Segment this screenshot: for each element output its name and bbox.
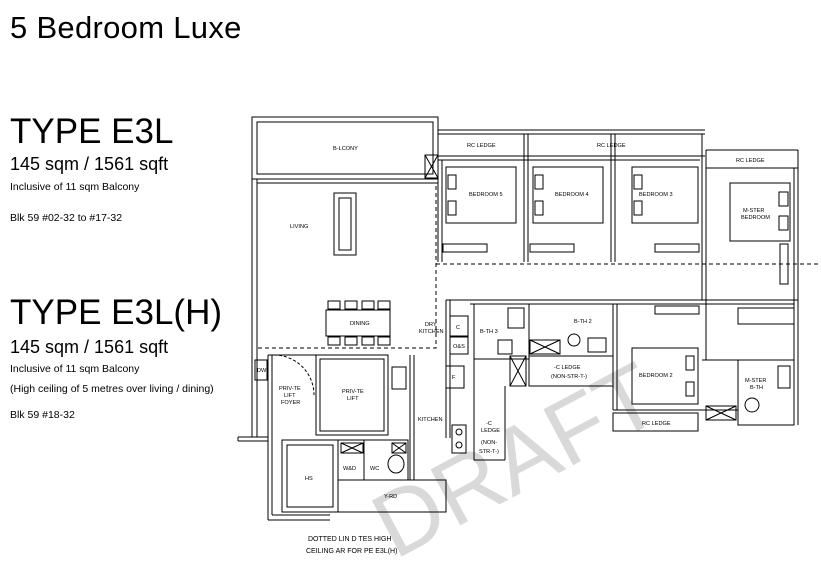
bed-3-icon (631, 166, 699, 224)
rc-ledge-label-1: RC LEDGE (467, 143, 496, 149)
master-bed-icon (729, 182, 791, 242)
master-bedroom-label-2: BEDROOM (741, 215, 770, 221)
bath3-label: B-TH 3 (480, 329, 498, 335)
ac-ledge-1-label-1: -C LEDGE (554, 365, 581, 371)
bedroom2-label: BEDROOM 2 (639, 373, 673, 379)
os-label: O&S (453, 344, 465, 350)
dining-label: DINING (350, 321, 370, 327)
rc-ledge-label-2: RC LEDGE (597, 143, 626, 149)
ac-ledge-2-label-2: LEDGE (481, 428, 500, 434)
bedroom4-label: BEDROOM 4 (555, 192, 589, 198)
fridge-box (445, 365, 465, 389)
type-e3l-area: 145 sqm / 1561 sqft (10, 154, 169, 174)
balcony-label: B-LCONY (333, 146, 358, 152)
bedroom5-label: BEDROOM 5 (469, 192, 503, 198)
bedroom3-label: BEDROOM 3 (639, 192, 673, 198)
master-bath-label-2: B-TH (750, 385, 763, 391)
rc-ledge-bottom-outline (612, 412, 699, 432)
master-wardrobe-icon (779, 243, 789, 285)
wardrobe-4-icon (529, 243, 575, 253)
watermark: DRAFT (357, 344, 676, 567)
dw-label: DW (257, 368, 267, 374)
bed-5-icon (445, 166, 517, 224)
rc-ledge-label-3: RC LEDGE (736, 158, 765, 164)
stove-icon (451, 424, 467, 454)
os-box (449, 336, 469, 355)
rc-ledge-label-4: RC LEDGE (642, 421, 671, 427)
type-e3lh-ceiling-note: (High ceiling of 5 metres over living / … (10, 383, 214, 395)
bed-4-icon (532, 166, 604, 224)
master-bedroom-label-1: M-STER (743, 208, 764, 214)
annotation-line-2: CEILING AR FOR PE E3L(H) (306, 548, 397, 555)
type-e3l-balcony-note: Inclusive of 11 sqm Balcony (10, 181, 140, 193)
dry-kitchen-label-1: DRY (425, 322, 437, 328)
lift-foyer-label-2: LIFT (284, 393, 296, 399)
ac-ledge-1-label-2: (NON-STR-T-) (551, 374, 587, 380)
c-box (449, 315, 469, 337)
type-e3lh-title: TYPE E3L(H) (10, 293, 222, 332)
dry-kitchen-label-2: KITCHEN (419, 329, 444, 335)
type-e3lh-area: 145 sqm / 1561 sqft (10, 337, 169, 357)
wardrobe-5-icon (442, 243, 488, 253)
master-bath-label-1: M-STER (745, 378, 766, 384)
master-bath-outline (737, 359, 795, 426)
ac-ledge-2-label-3: (NON- (481, 440, 497, 446)
hs-label: HS (305, 476, 313, 482)
dining-table-icon (325, 309, 391, 337)
type-e3lh-balcony-note: Inclusive of 11 sqm Balcony (10, 363, 140, 375)
yard-label: Y-RD (384, 494, 397, 500)
wd-outline (337, 439, 365, 481)
bed-2-icon (631, 347, 699, 405)
private-lift-label-2: LIFT (347, 396, 359, 402)
lift-foyer-label-3: FOYER (281, 400, 300, 406)
private-lift-outline (315, 354, 389, 436)
f-label: F (452, 375, 456, 381)
kitchen-fridge-icon (391, 366, 407, 390)
page-title: 5 Bedroom Luxe (10, 10, 242, 45)
sofa-icon (333, 192, 357, 256)
ac-ledge-2-label-1: -C (486, 421, 492, 427)
private-lift-label-1: PRIV-TE (342, 389, 364, 395)
type-e3l-title: TYPE E3L (10, 112, 174, 151)
wardrobe-2-icon (654, 305, 700, 315)
type-e3lh-units: Blk 59 #18-32 (10, 409, 75, 421)
kitchen-label: KITCHEN (418, 417, 443, 423)
bath2-label: B-TH 2 (574, 319, 592, 325)
wc-label: WC (370, 466, 379, 472)
wd-label: W&D (343, 466, 356, 472)
yard-outline (337, 479, 447, 513)
living-label: LIVING (290, 224, 308, 230)
ac-ledge-2-label-4: STR-T-) (479, 449, 499, 455)
type-e3l-units: Blk 59 #02-32 to #17-32 (10, 212, 123, 224)
dw-box (254, 359, 268, 381)
c-label: C (456, 325, 460, 331)
annotation-line-1: DOTTED LIN D TES HIGH (308, 536, 392, 543)
lift-foyer-label-1: PRIV-TE (279, 386, 301, 392)
wardrobe-3-icon (654, 243, 700, 253)
